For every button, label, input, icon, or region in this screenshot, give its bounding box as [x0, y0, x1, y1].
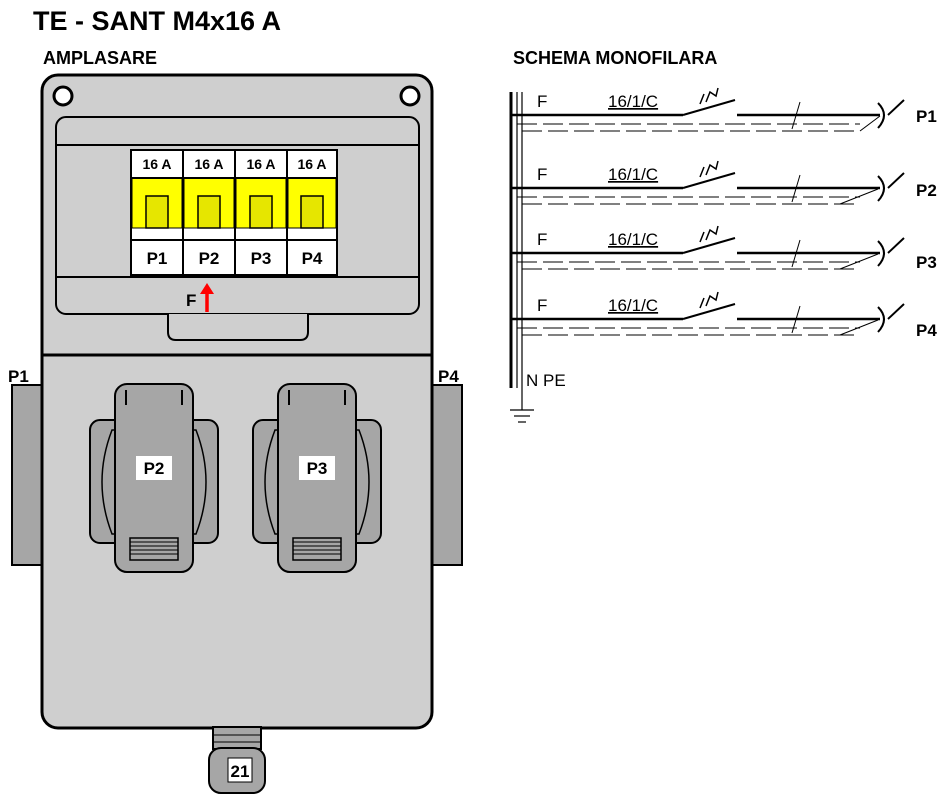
schema-label: SCHEMA MONOFILARA: [513, 48, 717, 68]
front-socket-left-label-box: [136, 456, 172, 480]
circuit-3: F 16/1/C P3: [511, 225, 937, 272]
circuit-4-breaker: 16/1/C: [608, 296, 658, 315]
circuit-3-socket-icon: [877, 237, 905, 267]
breaker-1-label: P1: [147, 249, 168, 268]
breaker-block: 16 A P1 16 A P2 16 A P3 16 A P4: [130, 149, 338, 276]
screw-hole-right: [399, 85, 421, 107]
circuit-1-trip-icon: [699, 87, 719, 105]
circuit-3-breaker: 16/1/C: [608, 230, 658, 249]
front-socket-right-hinge: [288, 390, 346, 405]
feed-label: F: [186, 291, 196, 310]
breaker-3-label: P3: [251, 249, 272, 268]
side-socket-right-label: P4: [438, 367, 459, 386]
circuit-3-switch: [682, 237, 736, 254]
breaker-3-lever: [249, 195, 273, 229]
front-socket-right-grip-lines: [293, 541, 341, 555]
circuit-2: F 16/1/C P2: [511, 160, 937, 205]
circuit-4-socket-icon: [877, 303, 905, 333]
breaker-1-lever: [145, 195, 169, 229]
breaker-2-lever: [197, 195, 221, 229]
circuit-2-trip-icon: [699, 160, 719, 178]
breaker-2-rating: 16 A: [194, 156, 223, 172]
circuit-1-socket-icon: [877, 99, 905, 129]
breaker-4-rating: 16 A: [297, 156, 326, 172]
front-socket-left-label: P2: [144, 459, 165, 478]
cable-gland-label-box: [227, 757, 253, 783]
circuit-3-output: P3: [916, 253, 937, 272]
cable-gland-nut-lines: [213, 734, 261, 743]
breaker-4: 16 A P4: [287, 156, 337, 268]
circuit-4-output: P4: [916, 321, 937, 340]
circuit-4-phase: F: [537, 296, 547, 315]
circuit-1-output: P1: [916, 107, 937, 126]
breaker-2: 16 A P2: [183, 156, 235, 268]
bus-label: N PE: [526, 371, 566, 390]
front-socket-left: P2: [89, 383, 219, 573]
feed-arrow-icon: [200, 283, 214, 312]
circuit-4-trip-icon: [699, 291, 719, 309]
front-socket-left-grip: [129, 537, 179, 561]
circuit-1-phase: F: [537, 92, 547, 111]
front-socket-right: P3: [252, 383, 382, 573]
circuit-4: F 16/1/C P4: [511, 291, 937, 340]
breaker-3: 16 A P3: [235, 156, 287, 268]
circuit-4-switch: [682, 303, 736, 320]
circuit-1: F 16/1/C P1: [511, 87, 937, 132]
circuit-1-switch: [682, 99, 736, 116]
screw-hole-left: [52, 85, 74, 107]
front-socket-right-label-box: [299, 456, 335, 480]
breaker-2-label: P2: [199, 249, 220, 268]
ground-icon: [510, 409, 534, 423]
circuit-1-breaker: 16/1/C: [608, 92, 658, 111]
single-line-diagram: N PE F 16/1/C P1 F 16/1/C: [509, 87, 937, 423]
circuit-2-phase: F: [537, 165, 547, 184]
front-socket-left-hinge: [125, 390, 183, 405]
cable-gland-nut: [212, 726, 262, 750]
circuit-2-output: P2: [916, 181, 937, 200]
front-socket-left-ring: [101, 429, 207, 535]
window-latch: [167, 314, 309, 341]
front-socket-right-grip: [292, 537, 342, 561]
breaker-1: 16 A P1: [131, 156, 183, 268]
breaker-4-label: P4: [302, 249, 323, 268]
side-socket-right: [429, 384, 463, 566]
breaker-1-rating: 16 A: [142, 156, 171, 172]
circuit-3-trip-icon: [699, 225, 719, 243]
circuit-2-switch: [682, 172, 736, 189]
breaker-4-lever: [300, 195, 324, 229]
circuit-2-breaker: 16/1/C: [608, 165, 658, 184]
circuit-3-phase: F: [537, 230, 547, 249]
breaker-3-rating: 16 A: [246, 156, 275, 172]
front-socket-left-grip-lines: [130, 541, 178, 555]
circuit-2-socket-icon: [877, 172, 905, 202]
cable-gland-label: 21: [231, 762, 250, 781]
side-socket-left: [11, 384, 47, 566]
front-socket-right-ring: [264, 429, 370, 535]
amplasare-label: AMPLASARE: [43, 48, 157, 68]
cable-gland: 21: [208, 726, 266, 794]
side-socket-left-label: P1: [8, 367, 29, 386]
enclosure: P1 P4 16 A P1 16 A: [8, 73, 463, 794]
front-socket-right-label: P3: [307, 459, 328, 478]
diagram-title: TE - SANT M4x16 A: [33, 6, 281, 36]
